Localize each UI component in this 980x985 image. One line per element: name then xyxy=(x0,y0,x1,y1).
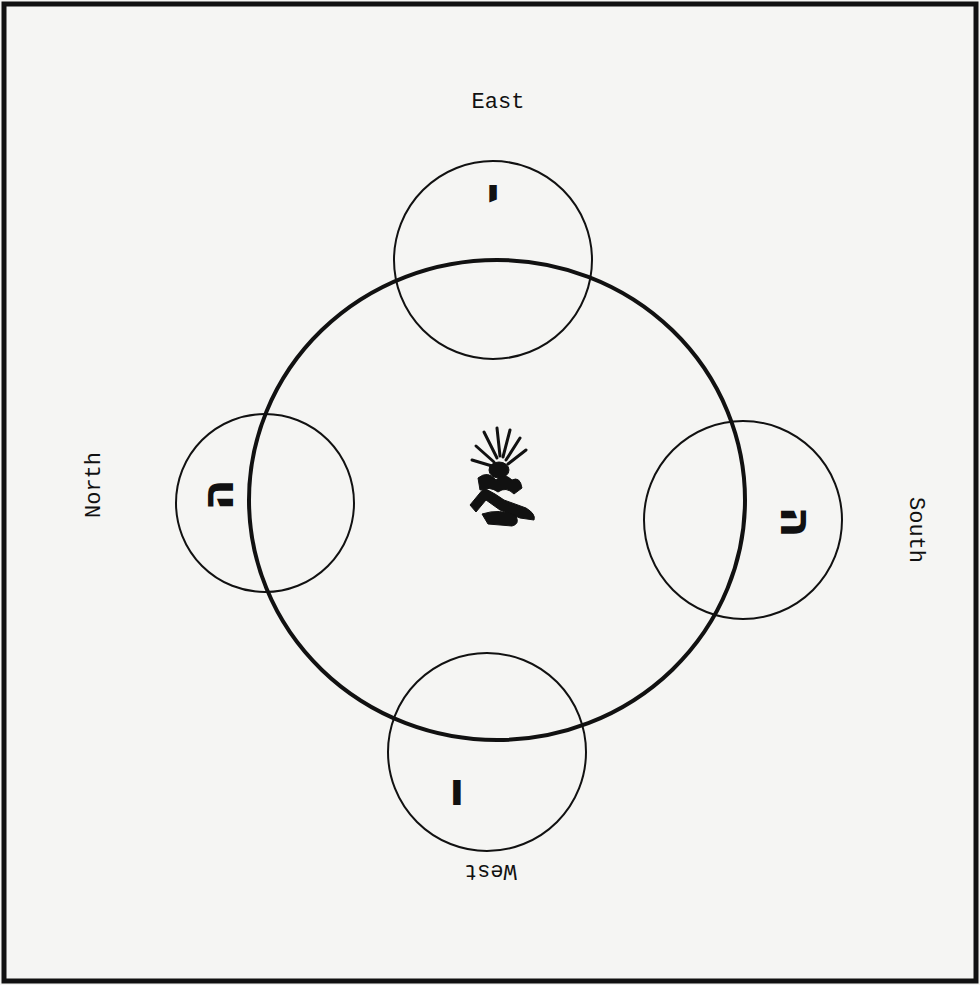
outer-frame xyxy=(4,4,976,981)
letter-circle: י xyxy=(393,160,593,360)
hebrew-letter: ה xyxy=(774,506,820,538)
letter-circle: ה xyxy=(175,413,355,593)
hebrew-letter: ו xyxy=(449,773,465,819)
direction-label: East xyxy=(472,92,525,114)
hebrew-letter: ה xyxy=(194,479,240,511)
letter-circle: ה xyxy=(643,420,843,620)
circle-outline xyxy=(387,652,587,852)
great-circle xyxy=(249,260,745,740)
letter-circle: ו xyxy=(387,652,587,852)
hebrew-letter: י xyxy=(486,171,500,217)
direction-label: South xyxy=(904,497,926,563)
direction-label: West xyxy=(464,859,517,881)
central-figure xyxy=(470,428,534,526)
direction-label: North xyxy=(84,452,106,518)
